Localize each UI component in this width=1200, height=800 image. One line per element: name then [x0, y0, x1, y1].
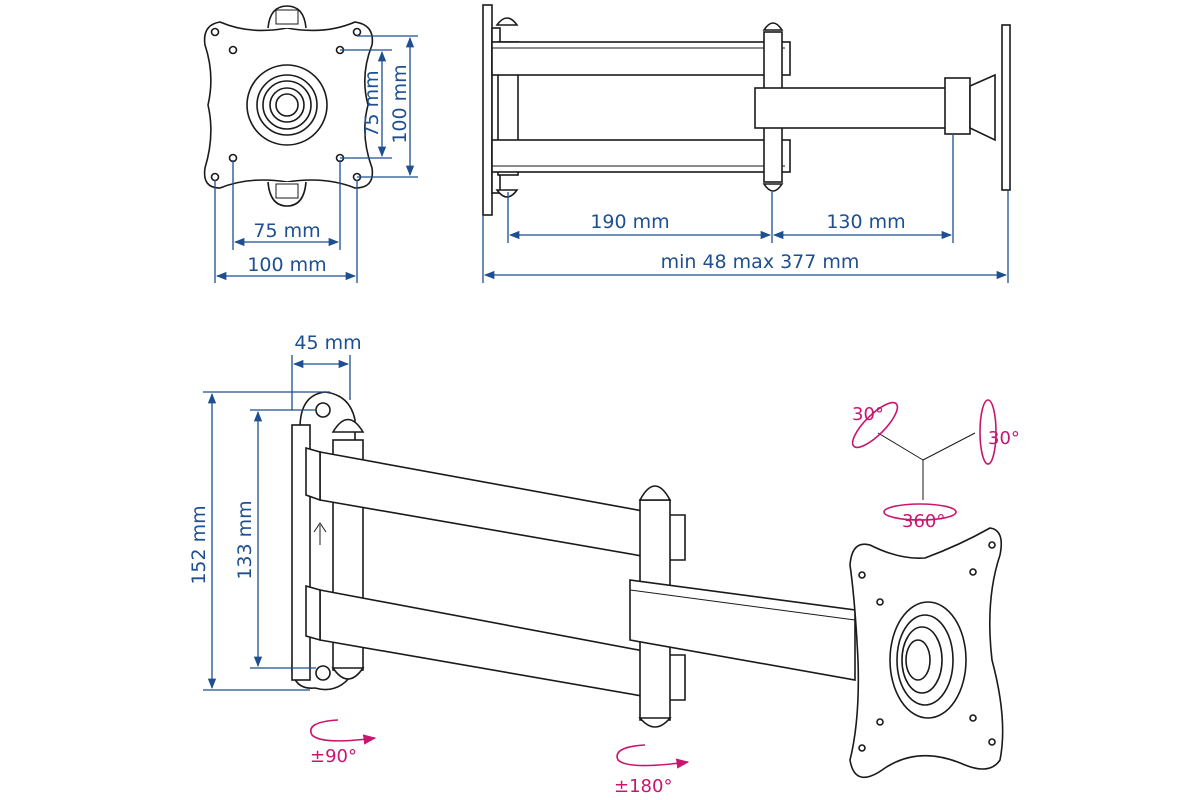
arm-rotation-label: ±180° [614, 776, 672, 797]
vesa-large-horizontal-label: 100 mm [247, 254, 326, 276]
tilt-side-label: 30° [988, 428, 1020, 449]
vesa-plate-front-view [203, 5, 374, 207]
vesa-small-horizontal-label: 75 mm [253, 220, 320, 242]
top-view-dimensions: 190 mm 130 mm min 48 max 377 mm [482, 135, 1009, 283]
vesa-small-vertical-label: 75 mm [361, 70, 383, 137]
tilt-up-label: 30° [852, 404, 884, 425]
arm2-length-label: 130 mm [826, 211, 905, 233]
arm1-length-label: 190 mm [590, 211, 669, 233]
arm-top-view [482, 4, 1011, 216]
wall-offset-label: 45 mm [294, 332, 361, 354]
vesa-dimensions: 75 mm 100 mm 75 mm 100 mm [214, 35, 418, 283]
perspective-dimensions: 45 mm 152 mm 133 mm [188, 332, 362, 691]
wall-rotation-label: ±90° [310, 746, 357, 767]
wall-plate-height-label: 152 mm [188, 505, 210, 584]
hole-spacing-label: 133 mm [234, 500, 256, 579]
arm-perspective-view [291, 391, 1004, 778]
plate-holes [858, 541, 996, 752]
rotation-indicators: 30° 30° 360° ±90° ±180° [310, 399, 1020, 797]
vesa-large-vertical-label: 100 mm [389, 64, 411, 143]
extension-range-label: min 48 max 377 mm [661, 251, 860, 273]
up-arrow-icon [313, 522, 327, 545]
swivel-label: 360° [902, 511, 945, 532]
